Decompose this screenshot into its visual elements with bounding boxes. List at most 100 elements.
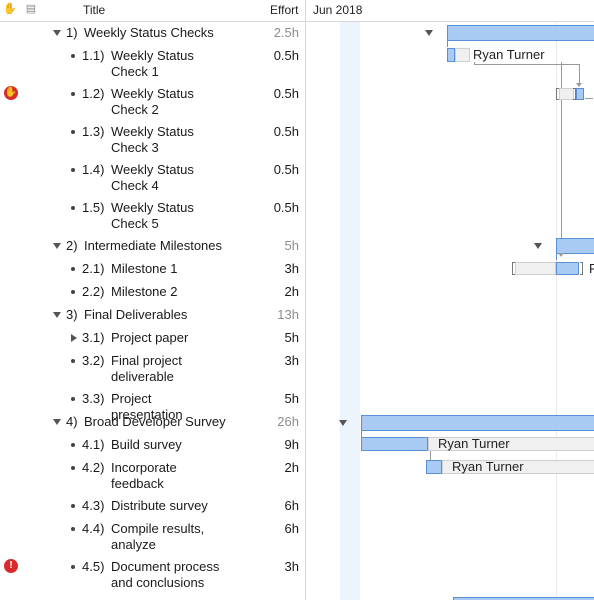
task-title[interactable]: Project paper [111, 330, 189, 345]
dependency-arrow [558, 253, 564, 257]
task-title[interactable]: Final Deliverables [84, 307, 188, 322]
task-title[interactable]: Build survey [111, 437, 182, 452]
slack-bar-check-1 [455, 48, 470, 62]
summary-bar-milestones[interactable] [556, 238, 594, 254]
effort-value[interactable]: 5h [284, 238, 299, 253]
effort-column-header[interactable]: Effort [270, 3, 299, 17]
task-bar-milestone-1[interactable] [556, 262, 579, 275]
effort-value[interactable]: 3h [284, 261, 299, 276]
task-bar-check-1[interactable] [447, 48, 455, 62]
bullet-icon [71, 54, 75, 58]
task-title[interactable]: Milestone 2 [111, 284, 178, 299]
note-icon[interactable]: ▤ [25, 3, 37, 15]
disclosure-expanded-icon[interactable] [53, 312, 61, 318]
today-marker [340, 21, 360, 600]
outline-task-row[interactable]: 1.1) Weekly Status Check 1 0.5h [0, 48, 305, 82]
effort-value[interactable]: 0.5h [273, 48, 299, 63]
group-2-collapse-icon[interactable] [534, 243, 542, 249]
summary-bar-next-group[interactable] [453, 597, 594, 600]
effort-value[interactable]: 6h [284, 498, 299, 513]
stop-hand-icon[interactable]: ✋ [4, 86, 18, 100]
effort-value[interactable]: 2h [284, 460, 299, 475]
effort-value[interactable]: 26h [277, 414, 299, 429]
outline-number: 1.1) [82, 48, 105, 63]
bullet-icon [71, 267, 75, 271]
effort-value[interactable]: 3h [284, 353, 299, 368]
effort-value[interactable]: 5h [284, 391, 299, 406]
disclosure-expanded-icon[interactable] [53, 243, 61, 249]
summary-bar-weekly-status[interactable] [447, 25, 594, 41]
task-title[interactable]: Weekly Status Check 3 [111, 124, 194, 155]
task-title[interactable]: Broad Developer Survey [84, 414, 226, 429]
task-bar-incorporate-feedback[interactable] [426, 460, 442, 474]
effort-value[interactable]: 0.5h [273, 124, 299, 139]
title-column-header[interactable]: Title [83, 3, 106, 17]
effort-value[interactable]: 2h [284, 284, 299, 299]
task-title[interactable]: Incorporate feedback [111, 460, 177, 491]
summary-bar-survey[interactable] [361, 415, 594, 431]
slack-bracket-right [580, 262, 583, 275]
group-1-collapse-icon[interactable] [425, 30, 433, 36]
task-title[interactable]: Milestone 1 [111, 261, 178, 276]
outline-task-row[interactable]: 3.1) Project paper 5h [0, 330, 305, 348]
effort-value[interactable]: 3h [284, 559, 299, 574]
group-4-collapse-icon[interactable] [339, 420, 347, 426]
timeline-month-label: Jun 2018 [313, 3, 363, 17]
task-title[interactable]: Weekly Status Check 2 [111, 86, 194, 117]
disclosure-collapsed-icon[interactable] [71, 334, 77, 342]
dependency-arrow [576, 83, 582, 87]
task-title[interactable]: Document process and conclusions [111, 559, 220, 590]
task-title[interactable]: Weekly Status Check 1 [111, 48, 194, 79]
task-title[interactable]: Distribute survey [111, 498, 208, 513]
effort-value[interactable]: 0.5h [273, 162, 299, 177]
hand-icon[interactable]: ✋ [3, 3, 17, 15]
assignee-label-incorporate-feedback: Ryan Turner [452, 459, 524, 474]
task-title[interactable]: Project presentation [111, 391, 183, 422]
task-title[interactable]: Intermediate Milestones [84, 238, 223, 253]
task-title[interactable]: Final project deliverable [111, 353, 182, 384]
outline-number: 3.1) [82, 330, 105, 345]
task-title[interactable]: Weekly Status Check 4 [111, 162, 194, 193]
dependency-line [430, 451, 431, 461]
task-title[interactable]: Compile results, analyze [111, 521, 205, 552]
outline-header: ✋ ▤ Title Effort Jun 2018 [0, 0, 594, 22]
task-title[interactable]: Weekly Status Check 5 [111, 200, 194, 231]
effort-value[interactable]: 6h [284, 521, 299, 536]
pane-divider[interactable] [305, 0, 306, 600]
task-bar-build-survey[interactable] [361, 437, 428, 451]
disclosure-expanded-icon[interactable] [53, 30, 61, 36]
effort-value[interactable]: 9h [284, 437, 299, 452]
effort-value[interactable]: 13h [277, 307, 299, 322]
dependency-line [561, 62, 562, 252]
task-bar-check-2[interactable] [576, 88, 584, 100]
effort-value[interactable]: 0.5h [273, 86, 299, 101]
assignee-label-check-1: Ryan Turner [473, 47, 545, 62]
effort-value[interactable]: 2.5h [273, 25, 299, 40]
effort-value[interactable]: 0.5h [273, 200, 299, 215]
slack-bracket-right [573, 88, 576, 100]
bullet-icon [71, 290, 75, 294]
bullet-icon [71, 504, 75, 508]
alert-icon[interactable]: ! [4, 559, 18, 573]
task-title[interactable]: Weekly Status Checks [84, 25, 214, 40]
disclosure-expanded-icon[interactable] [53, 419, 61, 425]
effort-value[interactable]: 5h [284, 330, 299, 345]
